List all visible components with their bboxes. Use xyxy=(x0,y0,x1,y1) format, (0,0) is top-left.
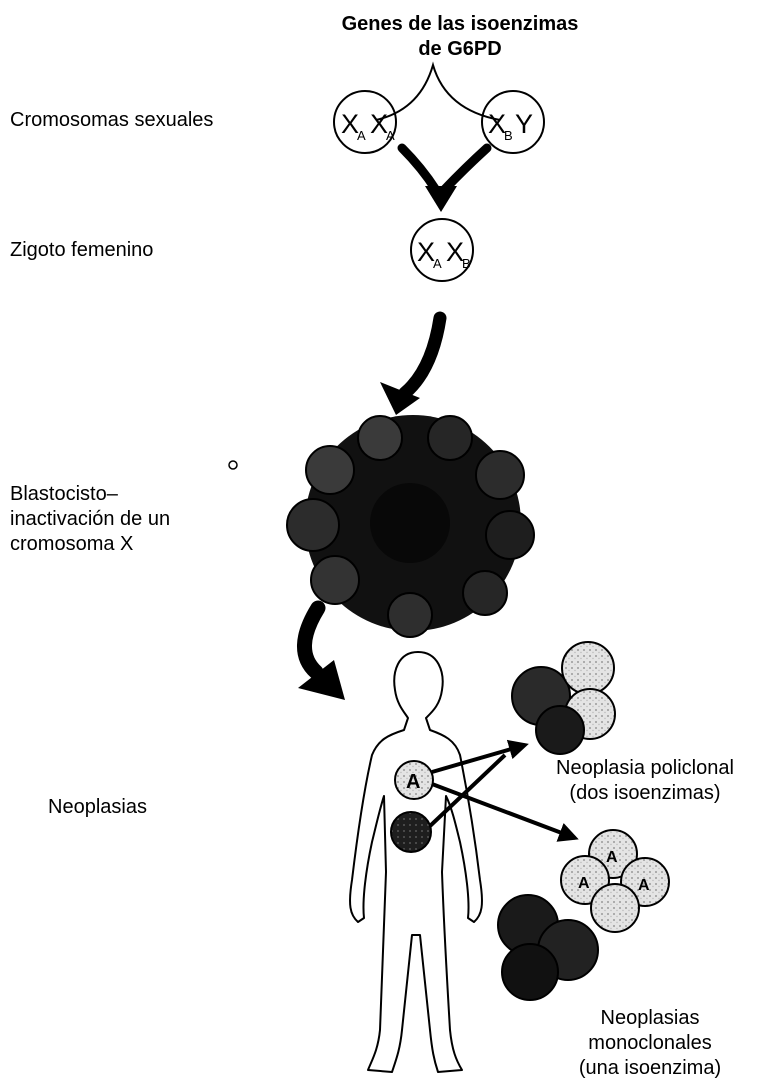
zygote-cell: X A X B xyxy=(411,219,473,281)
monoclonal-tumor-dark xyxy=(498,895,598,1000)
father-sub: B xyxy=(504,128,513,143)
merge-arrow-head xyxy=(425,186,457,212)
mother-sub2: A xyxy=(386,128,395,143)
arrow-to-body xyxy=(304,608,318,672)
body-cell-a: A xyxy=(395,761,433,799)
mono-cell-label-1: A xyxy=(606,849,618,866)
body-cell-b xyxy=(391,812,431,852)
father-y: Y xyxy=(515,109,533,139)
mono-cell-label-3: A xyxy=(638,877,650,894)
father-chromosome-cell: X B Y xyxy=(482,91,544,153)
mono-cell-label-2: A xyxy=(578,875,590,892)
mother-chromosome-cell: X A X A xyxy=(334,91,396,153)
monoclonal-tumor-light: A A A xyxy=(561,830,669,932)
stray-dot xyxy=(229,461,237,469)
mother-sub1: A xyxy=(357,128,366,143)
zygote-sub-a: A xyxy=(433,256,442,271)
polyclonal-tumor xyxy=(512,642,615,754)
merge-arrow xyxy=(402,148,487,190)
zygote-sub-b: B xyxy=(462,256,471,271)
human-silhouette xyxy=(350,652,482,1072)
body-cell-a-label: A xyxy=(406,771,420,793)
arrow-to-blastocyst xyxy=(405,318,440,393)
